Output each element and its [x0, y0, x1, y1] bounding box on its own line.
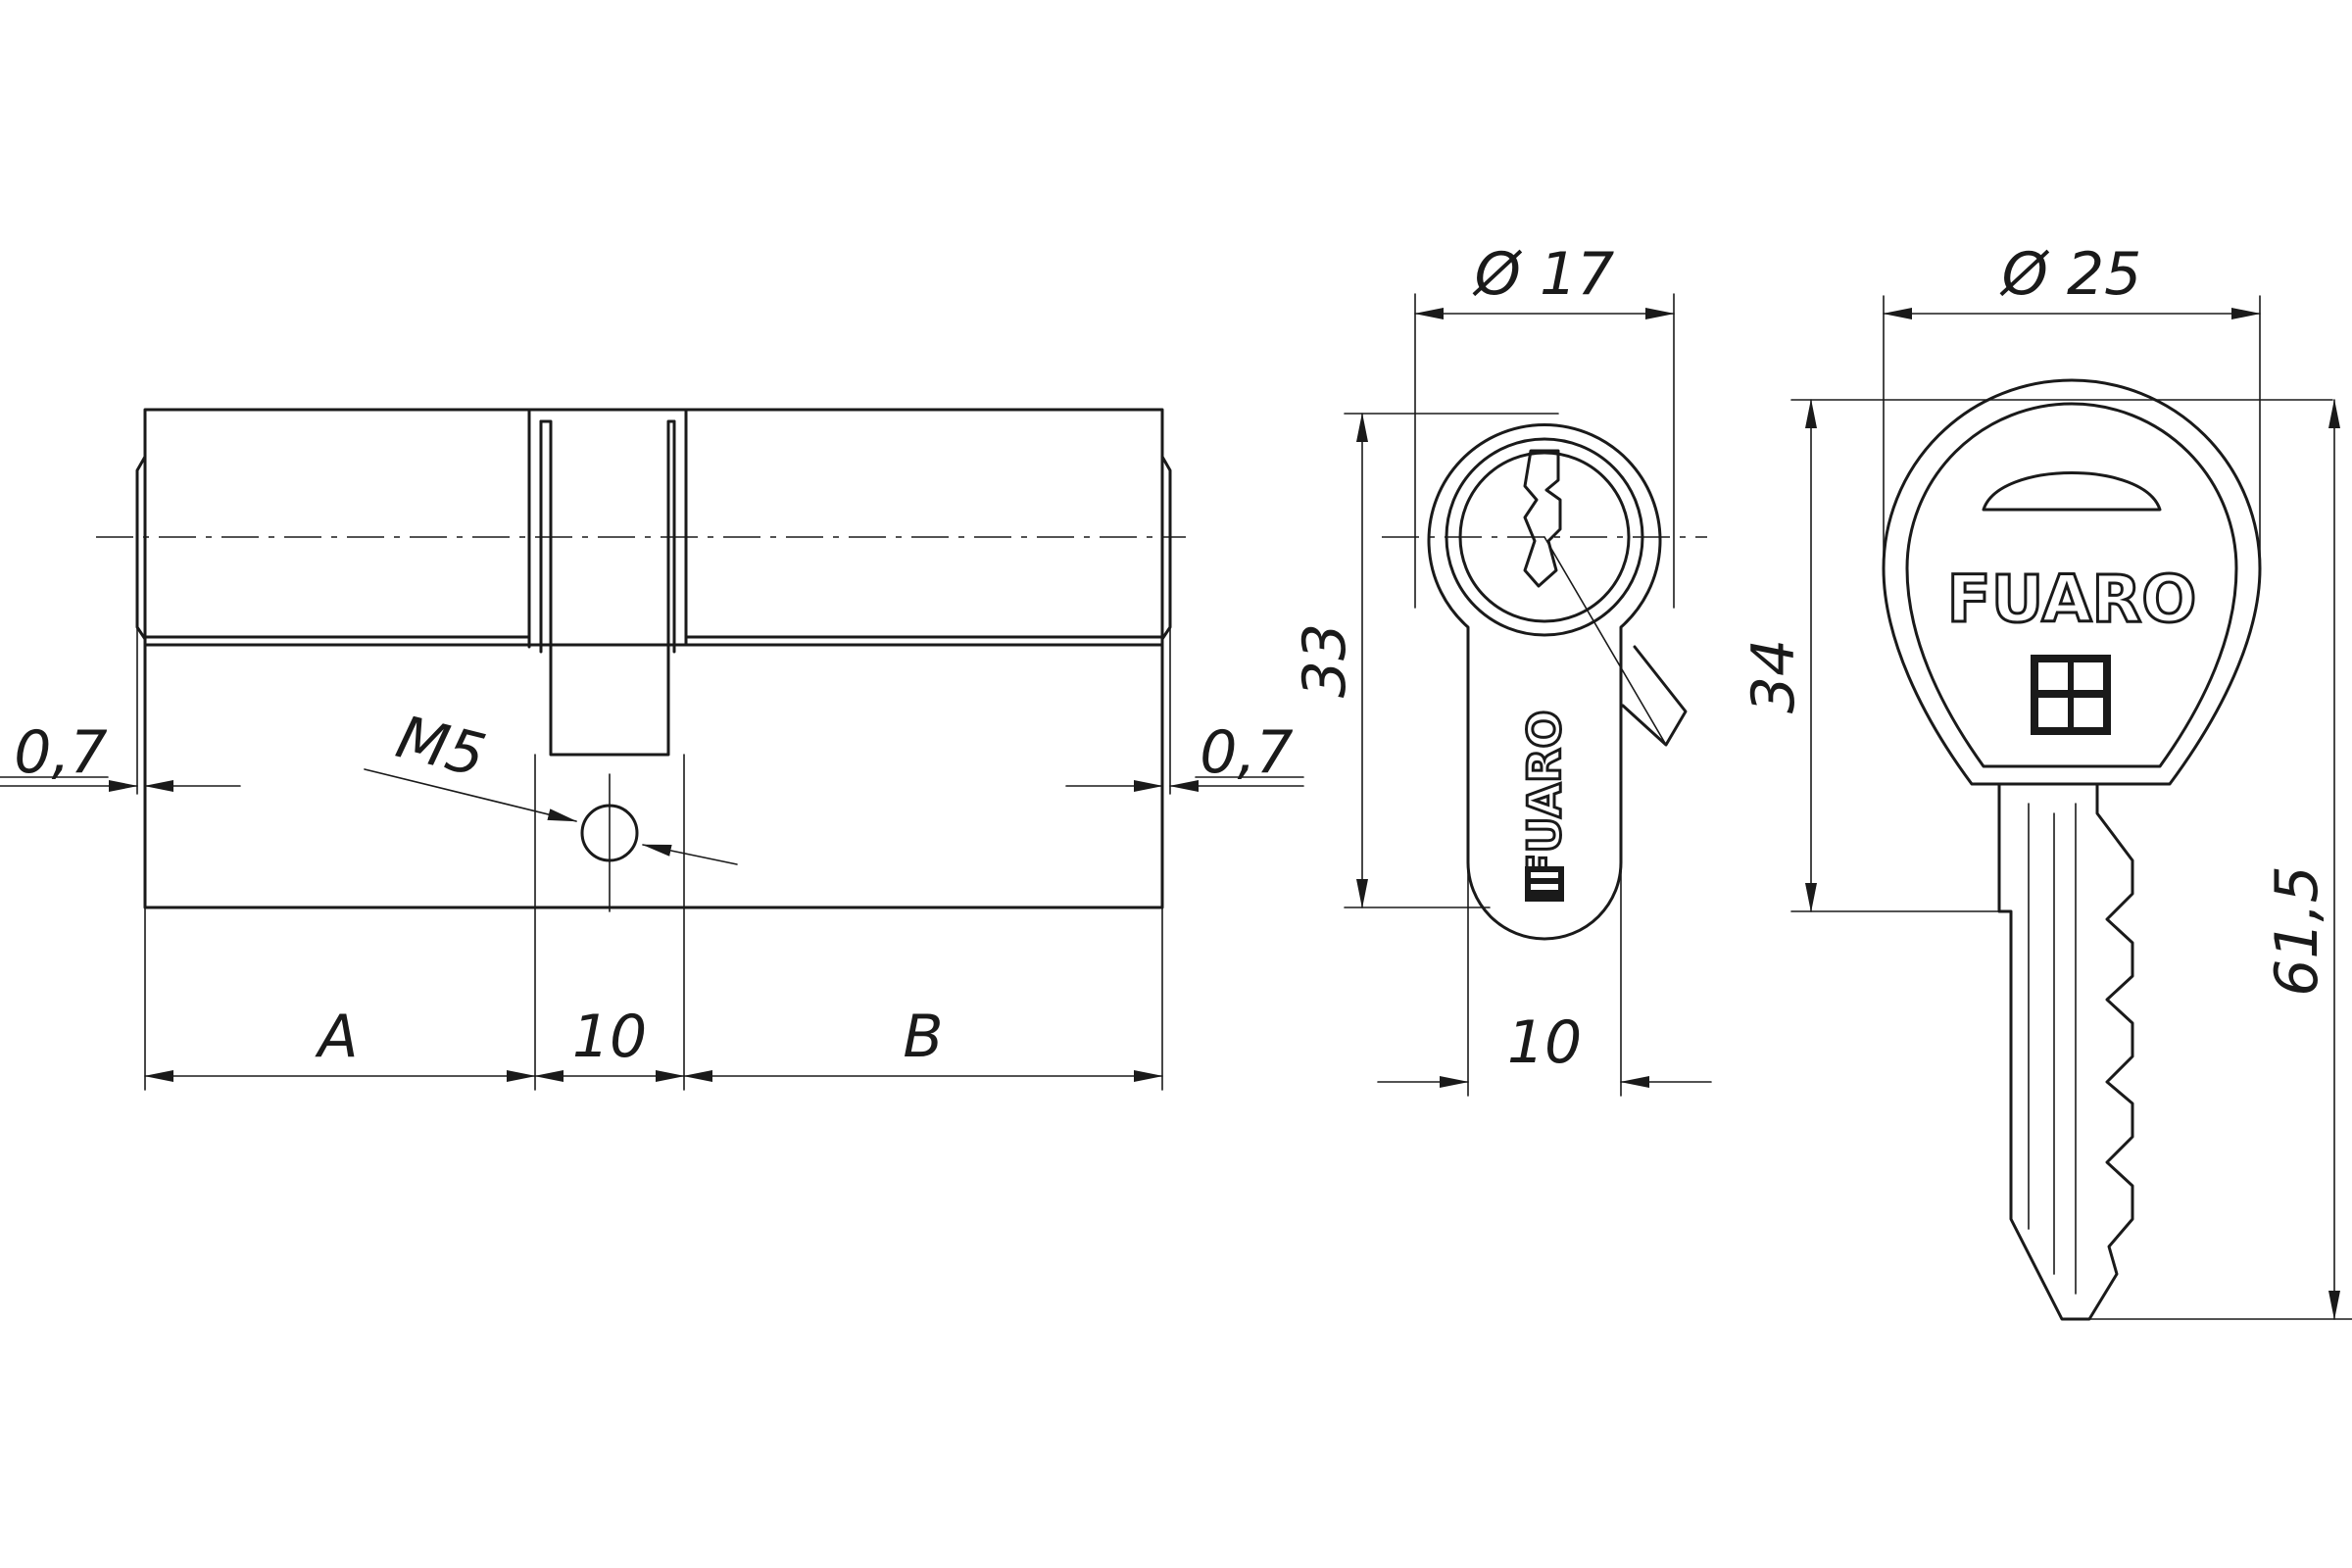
dim-label-a: A	[314, 1003, 358, 1071]
dim-label-left-offset: 0,7	[14, 718, 107, 787]
cylinder-left-half	[143, 408, 531, 647]
cylinder-lower-body	[143, 643, 1164, 909]
side-view-dimensions: A 10 B 0,7 0,7 M5	[0, 626, 1304, 1091]
dim-label-cam-width: 10	[572, 1003, 647, 1071]
dim-label-key-length: 61,5	[2263, 865, 2331, 997]
cam-slot	[539, 419, 676, 757]
dim-label-cylinder-diameter: Ø 17	[1472, 240, 1615, 309]
dim-label-key-head-height: 34	[1740, 639, 1808, 713]
key-view: FUARO	[1882, 378, 2262, 1321]
left-end-cap	[135, 455, 147, 641]
dim-label-right-offset: 0,7	[1200, 718, 1293, 787]
cylinder-side-view	[96, 408, 1186, 912]
key-brand-text: FUARO	[1947, 562, 2197, 637]
cylinder-right-half	[684, 408, 1164, 647]
keyway	[1523, 449, 1562, 588]
cam-lever	[1621, 645, 1688, 747]
key-blade	[1997, 782, 2134, 1321]
key-head	[1882, 378, 2262, 786]
dim-label-b: B	[903, 1003, 943, 1071]
cylinder-brand-text: FUARO	[1518, 710, 1571, 885]
profile-outline	[1427, 422, 1662, 941]
cylinder-front-view: FUARO	[1382, 422, 1707, 941]
dim-label-screw: M5	[390, 703, 492, 791]
right-end-cap	[1160, 455, 1172, 641]
key-hole	[1982, 471, 2162, 512]
key-brand-logo	[2031, 655, 2111, 735]
dim-label-key-head-diameter: Ø 25	[1999, 240, 2142, 309]
dim-label-cylinder-height: 33	[1291, 623, 1359, 698]
front-view-dimensions: Ø 17 33 10	[1291, 240, 1712, 1097]
key-dimensions: Ø 25 34 61,5	[1740, 240, 2352, 1320]
dim-label-profile-width: 10	[1507, 1008, 1582, 1077]
cylinder-brand-logo	[1525, 866, 1564, 902]
